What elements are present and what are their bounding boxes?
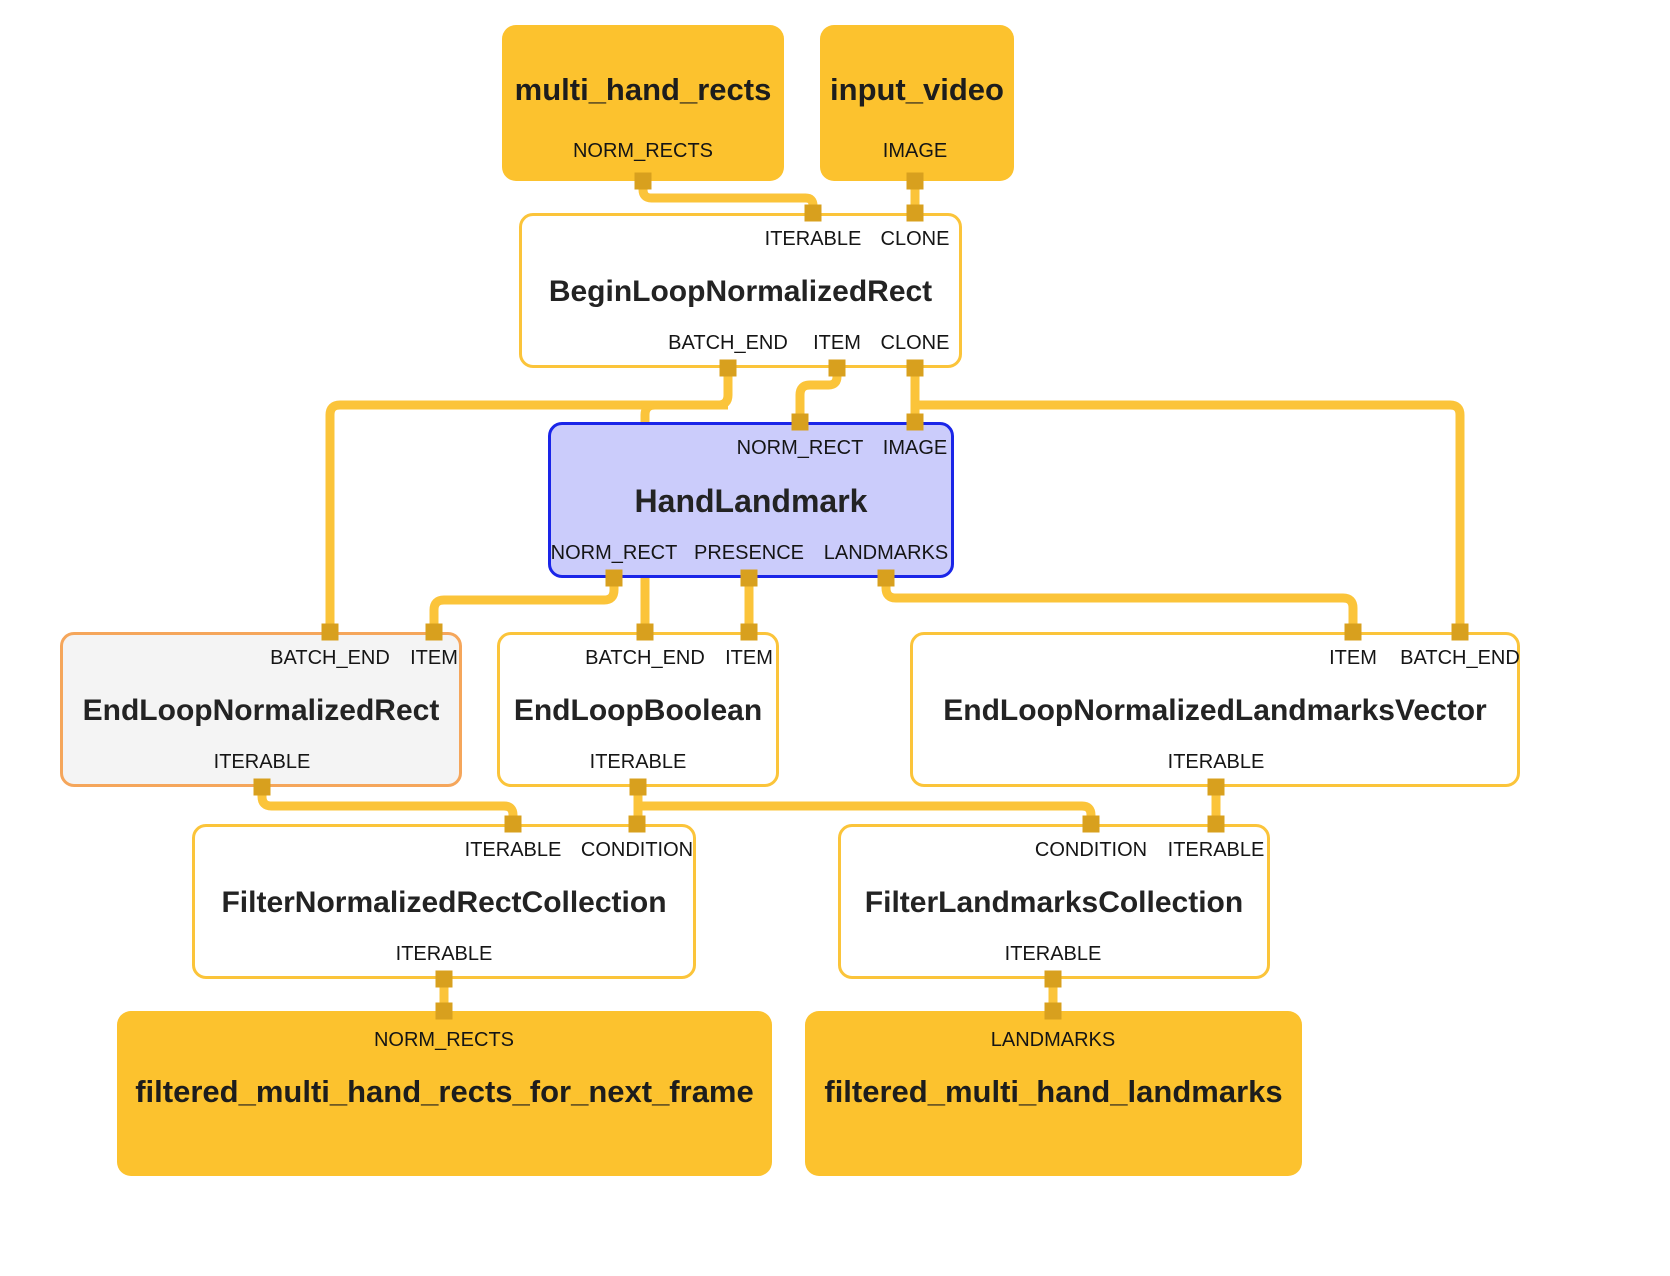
port-label-EndLoopBoolean-ITERABLE-bottom: ITERABLE <box>589 751 687 773</box>
port-pin-multi_hand_rects-NORM_RECTS-bottom[interactable] <box>634 172 652 190</box>
port-pin-HandLandmark-NORM_RECT-bottom[interactable] <box>605 569 623 587</box>
port-label-FilterLandmarksCollection-ITERABLE-top: ITERABLE <box>1167 839 1265 861</box>
port-label-HandLandmark-PRESENCE-bottom: PRESENCE <box>693 542 805 564</box>
port-pin-input_video-IMAGE-bottom[interactable] <box>906 172 924 190</box>
port-pin-EndLoopBoolean-BATCH_END-top[interactable] <box>636 623 654 641</box>
port-label-HandLandmark-NORM_RECT-top: NORM_RECT <box>736 437 864 459</box>
node-multi_hand_rects[interactable]: multi_hand_rects <box>502 25 784 181</box>
edge-e-handlandmark-normrect-to-endloopnormrect-item[interactable] <box>429 578 619 632</box>
port-pin-EndLoopNormalizedLandmarksVector-ITEM-top[interactable] <box>1344 623 1362 641</box>
port-label-BeginLoopNormalizedRect-ITERABLE-top: ITERABLE <box>764 228 862 250</box>
node-title: EndLoopNormalizedRect <box>82 694 440 727</box>
port-label-BeginLoopNormalizedRect-CLONE-top: CLONE <box>880 228 950 250</box>
port-label-input_video-IMAGE-bottom: IMAGE <box>882 140 948 162</box>
edge-e-handlandmark-landmarks-to-endlooplandmarks-item[interactable] <box>881 578 1358 632</box>
port-label-filtered_multi_hand_landmarks-LANDMARKS-top: LANDMARKS <box>990 1029 1116 1051</box>
port-label-HandLandmark-IMAGE-top: IMAGE <box>882 437 948 459</box>
edge-e-beginloop-batchend-to-endloopnormrect[interactable] <box>325 368 733 632</box>
edge-e-beginloop-item-to-handlandmark-normrect[interactable] <box>795 368 842 422</box>
node-title: BeginLoopNormalizedRect <box>548 275 933 308</box>
port-pin-FilterLandmarksCollection-ITERABLE-bottom[interactable] <box>1044 970 1062 988</box>
port-pin-EndLoopNormalizedLandmarksVector-ITERABLE-bottom[interactable] <box>1207 778 1225 796</box>
port-pin-BeginLoopNormalizedRect-BATCH_END-bottom[interactable] <box>719 359 737 377</box>
node-title: FilterNormalizedRectCollection <box>221 886 667 919</box>
port-pin-HandLandmark-LANDMARKS-bottom[interactable] <box>877 569 895 587</box>
port-label-FilterNormalizedRectCollection-ITERABLE-top: ITERABLE <box>464 839 562 861</box>
node-filtered_multi_hand_landmarks[interactable]: filtered_multi_hand_landmarks <box>805 1011 1302 1176</box>
port-label-BeginLoopNormalizedRect-CLONE-bottom: CLONE <box>880 332 950 354</box>
edge-e-endloopboolean-to-filterlandmarks-condition[interactable] <box>638 801 1096 824</box>
port-pin-filtered_multi_hand_landmarks-LANDMARKS-top[interactable] <box>1044 1002 1062 1020</box>
node-title: FilterLandmarksCollection <box>864 886 1244 919</box>
port-pin-HandLandmark-PRESENCE-bottom[interactable] <box>740 569 758 587</box>
port-label-BeginLoopNormalizedRect-BATCH_END-bottom: BATCH_END <box>668 332 788 354</box>
port-label-EndLoopNormalizedRect-ITEM-top: ITEM <box>410 647 458 669</box>
port-pin-EndLoopNormalizedRect-BATCH_END-top[interactable] <box>321 623 339 641</box>
node-filtered_multi_hand_rects_for_next_frame[interactable]: filtered_multi_hand_rects_for_next_frame <box>117 1011 772 1176</box>
node-title: EndLoopNormalizedLandmarksVector <box>943 694 1487 727</box>
port-pin-FilterNormalizedRectCollection-ITERABLE-top[interactable] <box>504 815 522 833</box>
node-BeginLoopNormalizedRect[interactable]: BeginLoopNormalizedRect <box>519 213 962 368</box>
port-label-EndLoopNormalizedRect-BATCH_END-top: BATCH_END <box>270 647 390 669</box>
port-pin-BeginLoopNormalizedRect-CLONE-bottom[interactable] <box>906 359 924 377</box>
port-label-HandLandmark-NORM_RECT-bottom: NORM_RECT <box>550 542 678 564</box>
port-pin-HandLandmark-IMAGE-top[interactable] <box>906 413 924 431</box>
node-title: EndLoopBoolean <box>513 694 763 727</box>
port-label-EndLoopNormalizedLandmarksVector-BATCH_END-top: BATCH_END <box>1400 647 1520 669</box>
edge-e-beginloop-batchend-to-endloopboolean[interactable] <box>640 400 728 632</box>
node-HandLandmark[interactable]: HandLandmark <box>548 422 954 578</box>
port-pin-HandLandmark-NORM_RECT-top[interactable] <box>791 413 809 431</box>
port-pin-EndLoopNormalizedRect-ITERABLE-bottom[interactable] <box>253 778 271 796</box>
port-label-FilterLandmarksCollection-CONDITION-top: CONDITION <box>1034 839 1148 861</box>
port-label-filtered_multi_hand_rects_for_next_frame-NORM_RECTS-top: NORM_RECTS <box>373 1029 515 1051</box>
port-pin-FilterNormalizedRectCollection-ITERABLE-bottom[interactable] <box>435 970 453 988</box>
port-pin-BeginLoopNormalizedRect-CLONE-top[interactable] <box>906 204 924 222</box>
port-label-EndLoopNormalizedLandmarksVector-ITERABLE-bottom: ITERABLE <box>1167 751 1265 773</box>
node-title: multi_hand_rects <box>514 72 772 107</box>
port-label-EndLoopBoolean-ITEM-top: ITEM <box>725 647 773 669</box>
node-title: input_video <box>830 72 1004 107</box>
node-EndLoopNormalizedRect[interactable]: EndLoopNormalizedRect <box>60 632 462 787</box>
port-label-EndLoopNormalizedRect-ITERABLE-bottom: ITERABLE <box>213 751 311 773</box>
port-label-EndLoopBoolean-BATCH_END-top: BATCH_END <box>585 647 705 669</box>
port-label-FilterNormalizedRectCollection-ITERABLE-bottom: ITERABLE <box>395 943 493 965</box>
port-pin-EndLoopBoolean-ITERABLE-bottom[interactable] <box>629 778 647 796</box>
edge-e-endloopnormrect-to-filterrect-iterable[interactable] <box>257 787 518 824</box>
port-label-EndLoopNormalizedLandmarksVector-ITEM-top: ITEM <box>1329 647 1377 669</box>
port-label-HandLandmark-LANDMARKS-bottom: LANDMARKS <box>823 542 949 564</box>
edge-e-rects-to-beginloop-iterable[interactable] <box>638 181 818 213</box>
node-input_video[interactable]: input_video <box>820 25 1014 181</box>
port-label-BeginLoopNormalizedRect-ITEM-bottom: ITEM <box>813 332 861 354</box>
port-pin-EndLoopNormalizedRect-ITEM-top[interactable] <box>425 623 443 641</box>
node-title: filtered_multi_hand_landmarks <box>824 1074 1283 1109</box>
node-FilterLandmarksCollection[interactable]: FilterLandmarksCollection <box>838 824 1270 979</box>
port-label-FilterLandmarksCollection-ITERABLE-bottom: ITERABLE <box>1004 943 1102 965</box>
port-pin-BeginLoopNormalizedRect-ITEM-bottom[interactable] <box>828 359 846 377</box>
node-title: filtered_multi_hand_rects_for_next_frame <box>135 1074 754 1109</box>
port-pin-BeginLoopNormalizedRect-ITERABLE-top[interactable] <box>804 204 822 222</box>
port-label-multi_hand_rects-NORM_RECTS-bottom: NORM_RECTS <box>572 140 714 162</box>
edge-e-beginloop-clone-to-endlooplandmarks-batchend[interactable] <box>915 400 1465 632</box>
node-EndLoopNormalizedLandmarksVector[interactable]: EndLoopNormalizedLandmarksVector <box>910 632 1520 787</box>
port-pin-filtered_multi_hand_rects_for_next_frame-NORM_RECTS-top[interactable] <box>435 1002 453 1020</box>
port-pin-EndLoopNormalizedLandmarksVector-BATCH_END-top[interactable] <box>1451 623 1469 641</box>
port-pin-EndLoopBoolean-ITEM-top[interactable] <box>740 623 758 641</box>
port-pin-FilterLandmarksCollection-CONDITION-top[interactable] <box>1082 815 1100 833</box>
port-label-FilterNormalizedRectCollection-CONDITION-top: CONDITION <box>580 839 694 861</box>
port-pin-FilterLandmarksCollection-ITERABLE-top[interactable] <box>1207 815 1225 833</box>
port-pin-FilterNormalizedRectCollection-CONDITION-top[interactable] <box>628 815 646 833</box>
node-title: HandLandmark <box>634 483 868 519</box>
